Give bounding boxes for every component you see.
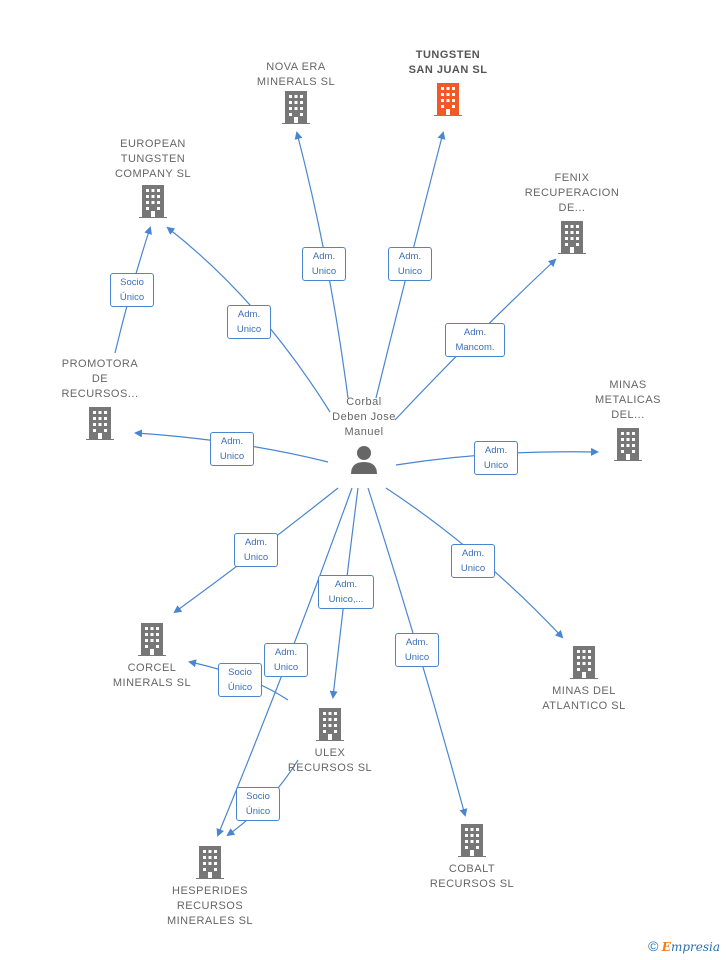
relation-label-european[interactable]: Adm. Unico: [227, 305, 271, 339]
relation-label-minas-metalicas[interactable]: Adm. Unico: [474, 441, 518, 475]
node-label: FENIX RECUPERACION DE...: [524, 172, 620, 214]
node-hesperides[interactable]: HESPERIDES RECURSOS MINERALES SL: [152, 845, 268, 929]
brand-e: E: [661, 940, 671, 954]
relation-label-ulex-corcel[interactable]: Socio Único: [218, 663, 262, 697]
building-icon: [315, 707, 345, 741]
node-label: COBALT RECURSOS SL: [429, 863, 515, 890]
node-label: ULEX RECURSOS SL: [287, 747, 373, 774]
building-icon: [195, 845, 225, 879]
building-icon: [137, 622, 167, 656]
node-label: EUROPEAN TUNGSTEN COMPANY SL: [114, 138, 192, 180]
relation-label-ulex[interactable]: Adm. Unico,...: [318, 575, 374, 609]
node-minas-atlantico[interactable]: MINAS DEL ATLANTICO SL: [532, 645, 636, 714]
building-icon: [613, 427, 643, 461]
relation-label-promotora-european[interactable]: Socio Único: [110, 273, 154, 307]
node-tungsten[interactable]: TUNGSTEN SAN JUAN SL: [396, 48, 500, 121]
relation-label-hesperides[interactable]: Adm. Unico: [264, 643, 308, 677]
building-icon: [569, 645, 599, 679]
relation-label-ulex-hesperides[interactable]: Socio Único: [236, 787, 280, 821]
brand-rest: mpresia: [670, 940, 720, 954]
building-icon: [433, 82, 463, 116]
node-label: TUNGSTEN SAN JUAN SL: [408, 49, 488, 76]
relation-label-corcel[interactable]: Adm. Unico: [234, 533, 278, 567]
node-european[interactable]: EUROPEAN TUNGSTEN COMPANY SL: [100, 137, 206, 223]
relation-label-cobalt[interactable]: Adm. Unico: [395, 633, 439, 667]
relation-label-minas-atlantico[interactable]: Adm. Unico: [451, 544, 495, 578]
center-person[interactable]: Corbal Deben Jose Manuel: [314, 395, 414, 479]
node-nova-era[interactable]: NOVA ERA MINERALS SL: [244, 60, 348, 129]
node-promotora[interactable]: PROMOTORA DE RECURSOS...: [48, 357, 152, 445]
node-label: HESPERIDES RECURSOS MINERALES SL: [166, 885, 254, 927]
node-cobalt[interactable]: COBALT RECURSOS SL: [420, 823, 524, 892]
building-icon: [138, 184, 168, 218]
building-icon: [85, 406, 115, 440]
building-icon: [557, 220, 587, 254]
relation-label-promotora[interactable]: Adm. Unico: [210, 432, 254, 466]
empresia-watermark: © Empresia: [648, 938, 720, 954]
person-name: Corbal Deben Jose Manuel: [332, 396, 396, 438]
node-corcel[interactable]: CORCEL MINERALS SL: [100, 622, 204, 691]
node-fenix[interactable]: FENIX RECUPERACION DE...: [518, 171, 626, 259]
relation-label-nova-era[interactable]: Adm. Unico: [302, 247, 346, 281]
node-label: PROMOTORA DE RECURSOS...: [61, 358, 139, 400]
node-label: CORCEL MINERALS SL: [112, 662, 192, 689]
building-icon: [457, 823, 487, 857]
node-label: NOVA ERA MINERALS SL: [256, 61, 336, 88]
relation-label-fenix[interactable]: Adm. Mancom.: [445, 323, 505, 357]
relation-label-tungsten[interactable]: Adm. Unico: [388, 247, 432, 281]
node-minas-metalicas[interactable]: MINAS METALICAS DEL...: [584, 378, 672, 466]
node-ulex[interactable]: ULEX RECURSOS SL: [278, 707, 382, 776]
person-icon: [349, 444, 379, 479]
copyright-symbol: ©: [648, 938, 659, 954]
empresia-logo: Empresia: [662, 940, 720, 954]
node-label: MINAS DEL ATLANTICO SL: [542, 685, 626, 712]
node-label: MINAS METALICAS DEL...: [594, 379, 662, 421]
building-icon: [281, 90, 311, 124]
